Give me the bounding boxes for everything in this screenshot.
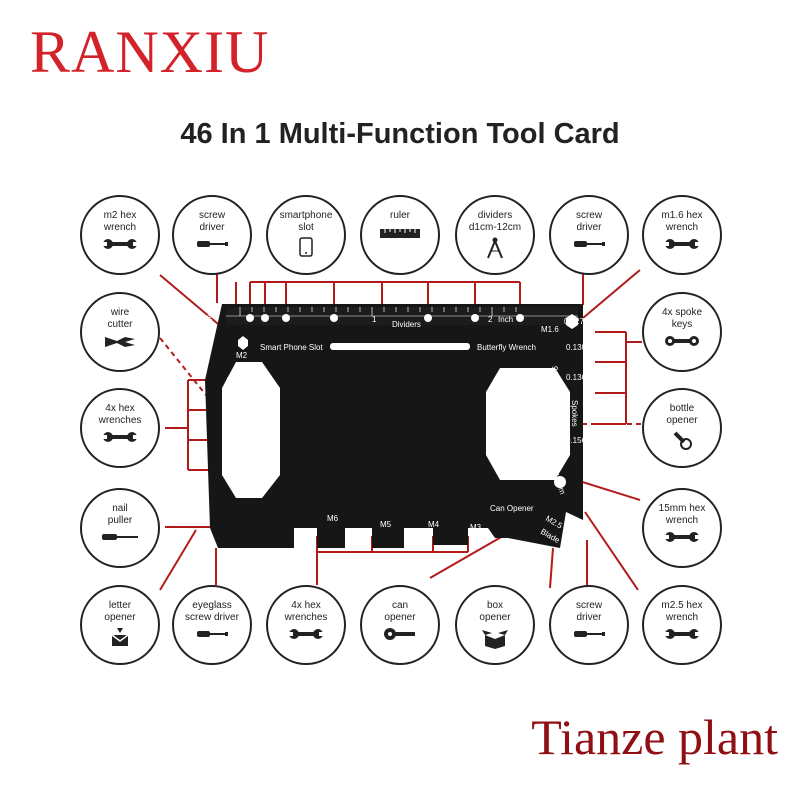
- feature-ruler: ruler: [360, 195, 440, 275]
- can-opener-label: Can Opener: [490, 504, 534, 513]
- feature-box-opener: box opener: [455, 585, 535, 665]
- feature-letter-opener: letter opener: [80, 585, 160, 665]
- hex-7-16: 7/16: [226, 462, 235, 478]
- spoke-0156: 0.156": [566, 436, 589, 445]
- dividers-label: Dividers: [392, 320, 421, 329]
- wrench-icon: [665, 532, 699, 542]
- brand-logo: RANXIU: [30, 19, 270, 85]
- feature-bottle-opener: bottle opener: [642, 388, 722, 468]
- screwdriver-icon: [574, 631, 605, 637]
- m3-label: M3: [470, 523, 482, 532]
- ruler-ticks: [239, 307, 517, 316]
- feature-4x-hex-wrenches-left: 4x hex wrenches: [80, 388, 160, 468]
- feature-screwdriver-1: screw driver: [172, 195, 252, 275]
- smartphone-icon: [299, 237, 313, 257]
- feature-smartphone-slot: smartphone slot: [266, 195, 346, 275]
- page-title: 46 In 1 Multi-Function Tool Card: [180, 118, 620, 150]
- spoke-0136: 0.136": [566, 373, 589, 382]
- ruler-mark-2: 2: [488, 315, 493, 324]
- wrench-icon: [665, 629, 699, 639]
- butterfly-wrench-label: Butterfly Wrench: [477, 343, 536, 352]
- inch-label: Inch: [498, 315, 513, 324]
- spoke-key-icon: [665, 336, 699, 346]
- hex-5-16: 5/16: [226, 376, 235, 392]
- feature-m1-6-hex-wrench: m1.6 hex wrench: [642, 195, 722, 275]
- m1-6-label: M1.6: [541, 325, 559, 334]
- nail-puller-icon: [102, 534, 138, 540]
- feature-can-opener: can opener: [360, 585, 440, 665]
- m2-label: M2: [236, 351, 248, 360]
- box-icon: [482, 630, 508, 649]
- m4-label: M4: [428, 520, 440, 529]
- dividers-icon: [487, 237, 503, 259]
- ruler-mark-1: 1: [372, 315, 377, 324]
- watermark-text: Tianze plant: [531, 709, 778, 765]
- wrench-icon: [103, 432, 137, 442]
- screwdriver-icon: [197, 241, 228, 247]
- phone-slot-label: Smart Phone Slot: [260, 343, 323, 352]
- feature-m2-5-hex-wrench: m2.5 hex wrench: [642, 585, 722, 665]
- m6-label: M6: [327, 514, 339, 523]
- m5-label: M5: [380, 520, 392, 529]
- bottle-opener-icon: [673, 431, 692, 450]
- feature-4x-hex-wrenches-bottom: 4x hex wrenches: [266, 585, 346, 665]
- wrench-icon: [665, 239, 699, 249]
- hex-3-8: 3/8: [226, 436, 235, 448]
- wrench-icon: [289, 629, 323, 639]
- tool-card: 1 Dividers 2 Inch Smart Phone Slot Butte…: [205, 286, 589, 548]
- spoke-0130: 0.130": [566, 343, 589, 352]
- feature-screwdriver-3: screw driver: [549, 585, 629, 665]
- screwdriver-icon: [574, 241, 605, 247]
- feature-15mm-hex-wrench: 15mm hex wrench: [642, 488, 722, 568]
- feature-nail-puller: nail puller: [80, 488, 160, 568]
- hex-9-16: 9/16: [550, 366, 559, 382]
- screwdriver-icon: [197, 631, 228, 637]
- spokes-label: Spokes: [570, 400, 579, 427]
- feature-wire-cutter: wire cutter: [80, 292, 160, 372]
- letter-opener-icon: [111, 628, 129, 646]
- wire-cutter-icon: [105, 337, 135, 347]
- spoke-0127: 0.127": [564, 317, 587, 326]
- feature-screwdriver-2: screw driver: [549, 195, 629, 275]
- hex-11-32: 11/32: [226, 402, 235, 422]
- feature-dividers: dividers d1cm-12cm: [455, 195, 535, 275]
- wrench-icon: [103, 239, 137, 249]
- feature-4x-spoke-keys: 4x spoke keys: [642, 292, 722, 372]
- ruler-icon: [380, 229, 420, 238]
- feature-eyeglass-screwdriver: eyeglass screw driver: [172, 585, 252, 665]
- can-opener-icon: [384, 628, 415, 640]
- feature-m2-hex-wrench: m2 hex wrench: [80, 195, 160, 275]
- cable-bender-1: Cable Bender: [205, 286, 214, 335]
